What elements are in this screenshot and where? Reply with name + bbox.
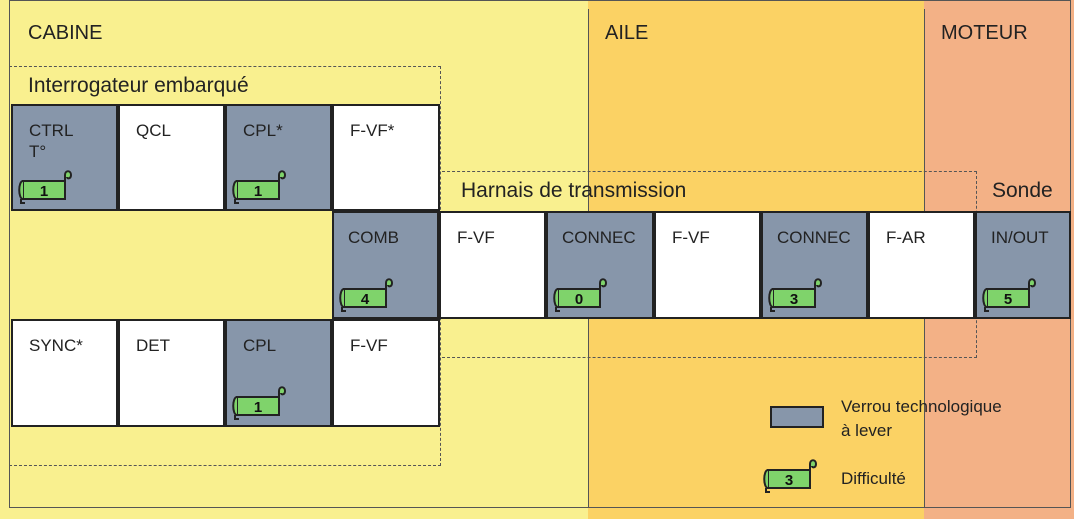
component-cell: IN/OUT 5 (975, 211, 1071, 319)
component-cell: F-VF (332, 319, 440, 427)
group-title-interrogateur: Interrogateur embarqué (28, 74, 249, 97)
difficulty-scroll-icon: 0 (550, 277, 610, 313)
zone-label-aile: AILE (605, 22, 649, 44)
component-cell: CPL* 1 (225, 104, 332, 211)
component-cell: CPL 1 (225, 319, 332, 427)
svg-text:1: 1 (40, 183, 48, 200)
svg-text:0: 0 (575, 291, 583, 308)
difficulty-scroll-icon: 1 (15, 169, 75, 205)
component-cell: F-VF* (332, 104, 440, 211)
component-label: CONNEC (777, 228, 851, 247)
svg-text:1: 1 (254, 183, 262, 200)
zone-label-cabine: CABINE (28, 22, 103, 44)
legend-lock-label-2: à lever (841, 421, 893, 440)
component-label: F-VF (350, 336, 388, 355)
component-label: F-AR (886, 228, 926, 247)
svg-text:3: 3 (790, 291, 798, 308)
component-label: COMB (348, 228, 399, 247)
component-cell: CONNEC 0 (546, 211, 654, 319)
legend-difficulty-label: Difficulté (841, 469, 906, 488)
svg-text:5: 5 (1004, 291, 1012, 308)
legend-lock-label: Verrou technologique (841, 397, 1002, 416)
zone-label-moteur: MOTEUR (941, 22, 1028, 44)
component-cell: COMB 4 (332, 211, 439, 319)
component-label: CPL (243, 336, 277, 355)
component-label: CTRL (29, 121, 74, 140)
component-label: F-VF (672, 228, 710, 247)
component-label: QCL (136, 121, 171, 140)
svg-text:1: 1 (254, 399, 262, 416)
component-cell: F-VF (654, 211, 761, 319)
svg-text:3: 3 (785, 472, 793, 489)
difficulty-scroll-icon: 3 (765, 277, 825, 313)
difficulty-scroll-icon: 4 (336, 277, 396, 313)
component-label: DET (136, 336, 170, 355)
legend-difficulty-scroll-icon: 3 (760, 458, 820, 494)
difficulty-scroll-icon: 1 (229, 169, 289, 205)
component-cell: CTRL T° 1 (11, 104, 118, 211)
component-cell: SYNC* (11, 319, 118, 427)
component-label: IN/OUT (991, 228, 1049, 247)
component-label: F-VF (457, 228, 495, 247)
component-cell: F-VF (439, 211, 546, 319)
svg-text:4: 4 (361, 291, 370, 308)
component-label-line2: T° (29, 142, 47, 161)
legend-lock-swatch (770, 406, 824, 428)
component-cell: F-AR (868, 211, 975, 319)
component-label: F-VF* (350, 121, 395, 140)
difficulty-scroll-icon: 1 (229, 385, 289, 421)
group-title-harnais: Harnais de transmission (461, 179, 687, 202)
group-title-sonde: Sonde (992, 179, 1053, 202)
component-cell: CONNEC 3 (761, 211, 868, 319)
component-cell: QCL (118, 104, 225, 211)
component-cell: DET (118, 319, 225, 427)
difficulty-scroll-icon: 5 (979, 277, 1039, 313)
component-label: CPL* (243, 121, 283, 140)
component-label: CONNEC (562, 228, 636, 247)
component-label: SYNC* (29, 336, 83, 355)
